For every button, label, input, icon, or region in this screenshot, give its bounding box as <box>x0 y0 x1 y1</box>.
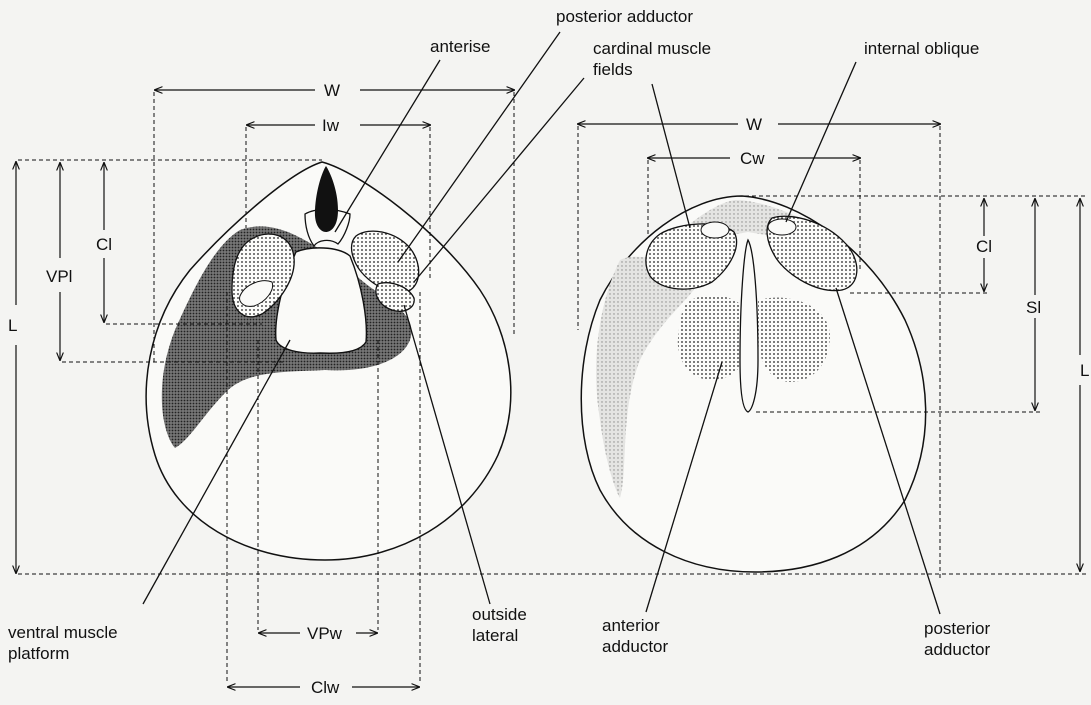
right-sl-label: Sl <box>1026 298 1041 317</box>
callout-anterior-adductor-1: anterior <box>602 616 660 635</box>
right-cw-label: Cw <box>740 149 765 168</box>
callout-posterior-adductor-bottom-2: adductor <box>924 640 990 659</box>
right-internal-oblique <box>768 219 796 235</box>
right-cl-label: Cl <box>976 237 992 256</box>
left-l-label: L <box>8 316 17 335</box>
right-l-label: L <box>1080 361 1089 380</box>
left-w-label: W <box>324 81 340 100</box>
left-vpl-label: VPl <box>46 267 72 286</box>
left-internal-oblique <box>701 222 729 238</box>
left-cl-label: Cl <box>96 235 112 254</box>
right-valve <box>581 196 925 572</box>
callout-anterise: anterise <box>430 37 490 56</box>
right-w-label: W <box>746 115 762 134</box>
callout-anterior-adductor-2: adductor <box>602 637 668 656</box>
callout-cardinal-muscle-fields-2: fields <box>593 60 633 79</box>
callout-posterior-adductor-top: posterior adductor <box>556 7 693 26</box>
callout-internal-oblique: internal oblique <box>864 39 979 58</box>
callout-posterior-adductor-bottom-1: posterior <box>924 619 990 638</box>
callout-outside-lateral-2: lateral <box>472 626 518 645</box>
left-clw-label: Clw <box>311 678 340 697</box>
callout-outside-lateral-1: outside <box>472 605 527 624</box>
left-vpw-label: VPw <box>307 624 343 643</box>
left-iw-label: Iw <box>322 116 340 135</box>
callout-ventral-muscle-platform-1: ventral muscle <box>8 623 118 642</box>
callout-ventral-muscle-platform-2: platform <box>8 644 69 663</box>
callout-cardinal-muscle-fields-1: cardinal muscle <box>593 39 711 58</box>
